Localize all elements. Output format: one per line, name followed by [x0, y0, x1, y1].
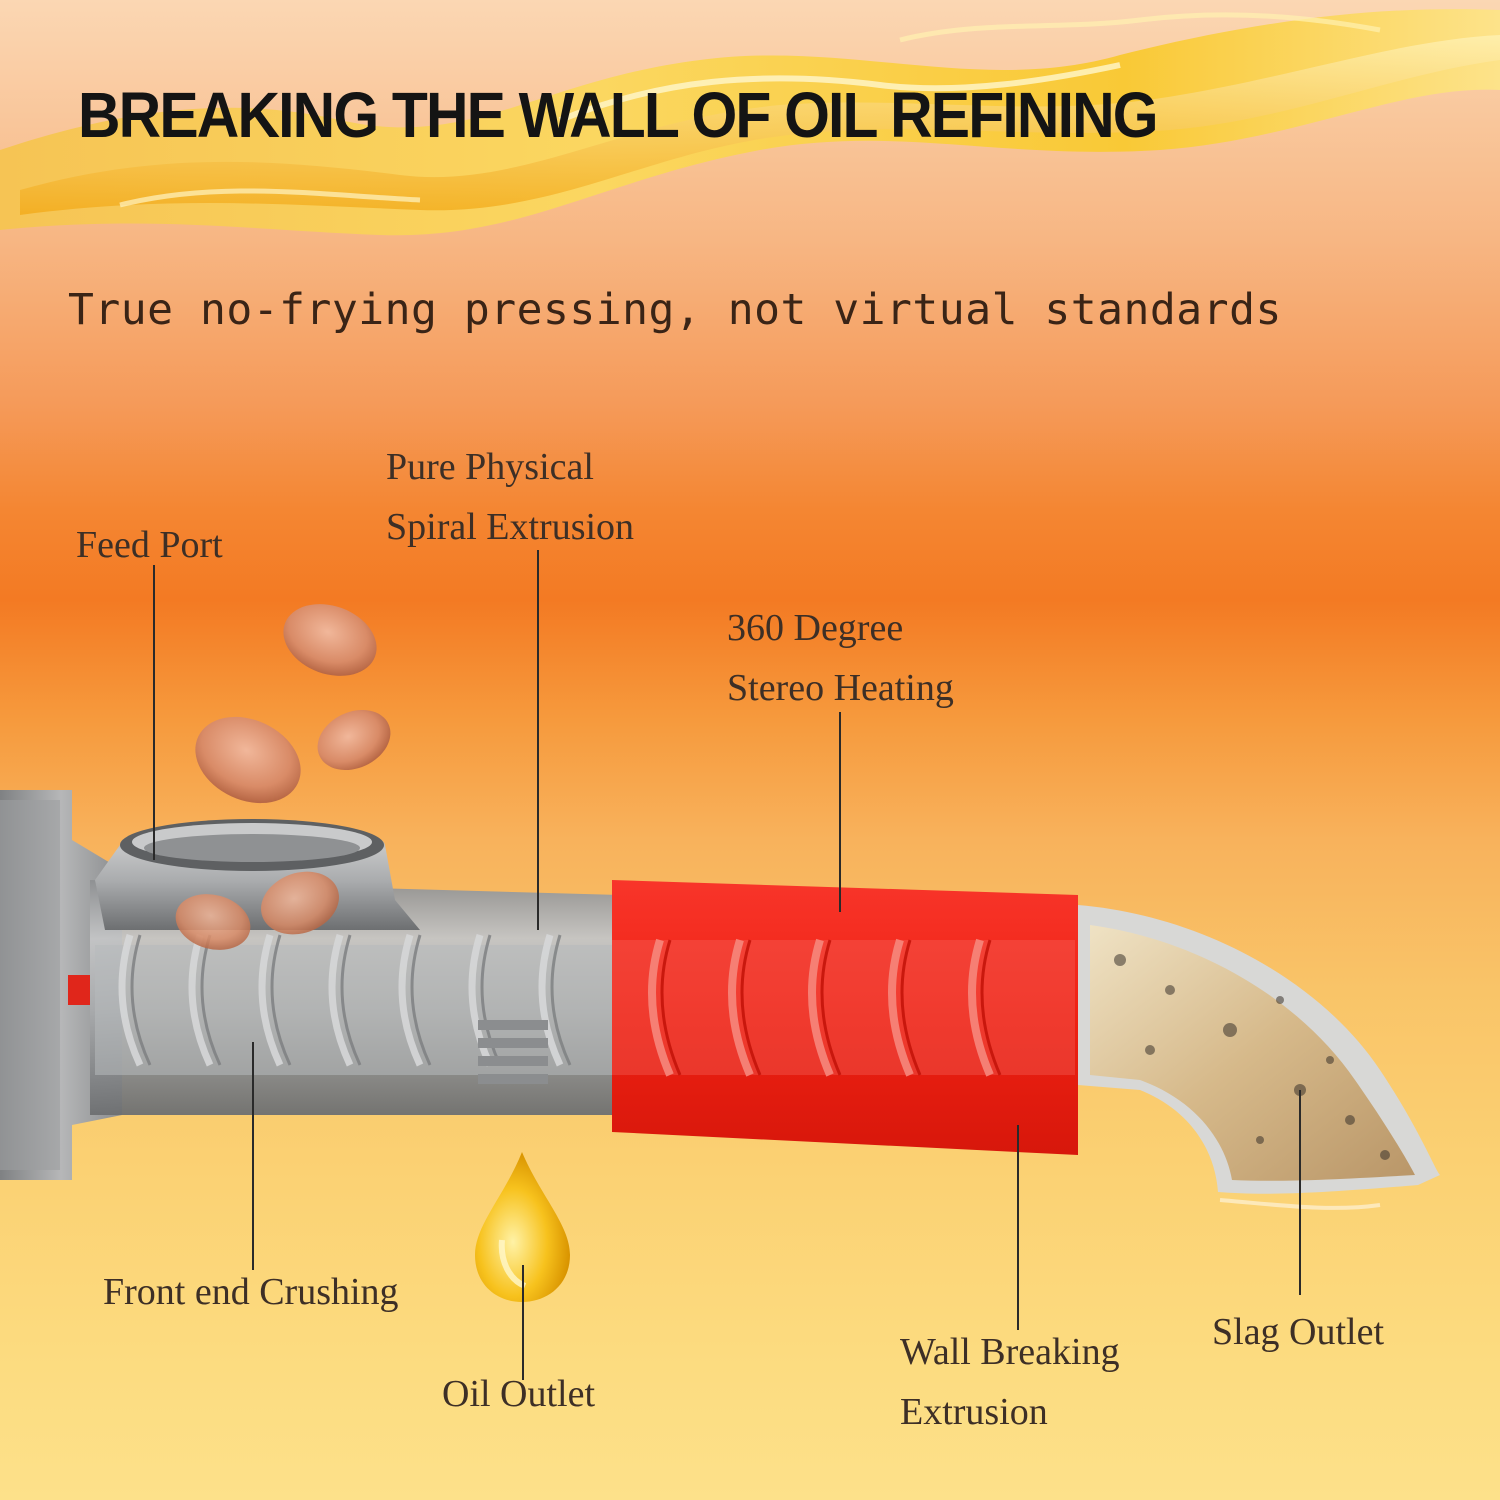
label-heating-line2: Stereo Heating [727, 667, 954, 709]
label-oil-outlet: Oil Outlet [442, 1373, 596, 1415]
label-spiral-line1: Pure Physical [386, 446, 594, 488]
label-wall-line1: Wall Breaking [900, 1331, 1120, 1373]
label-wall-breaking-extrusion: Wall Breaking Extrusion [900, 1322, 1120, 1442]
label-spiral-extrusion: Pure Physical Spiral Extrusion [386, 437, 634, 557]
label-stereo-heating: 360 Degree Stereo Heating [727, 598, 954, 718]
page-subtitle: True no-frying pressing, not virtual sta… [68, 285, 1282, 335]
label-heating-line1: 360 Degree [727, 607, 904, 649]
label-feed-port: Feed Port [76, 524, 223, 566]
label-slag-outlet: Slag Outlet [1212, 1311, 1385, 1353]
label-spiral-line2: Spiral Extrusion [386, 506, 635, 548]
page-title: BREAKING THE WALL OF OIL REFINING [78, 79, 1159, 151]
label-wall-line2: Extrusion [900, 1391, 1048, 1433]
label-front-crushing: Front end Crushing [103, 1271, 399, 1313]
